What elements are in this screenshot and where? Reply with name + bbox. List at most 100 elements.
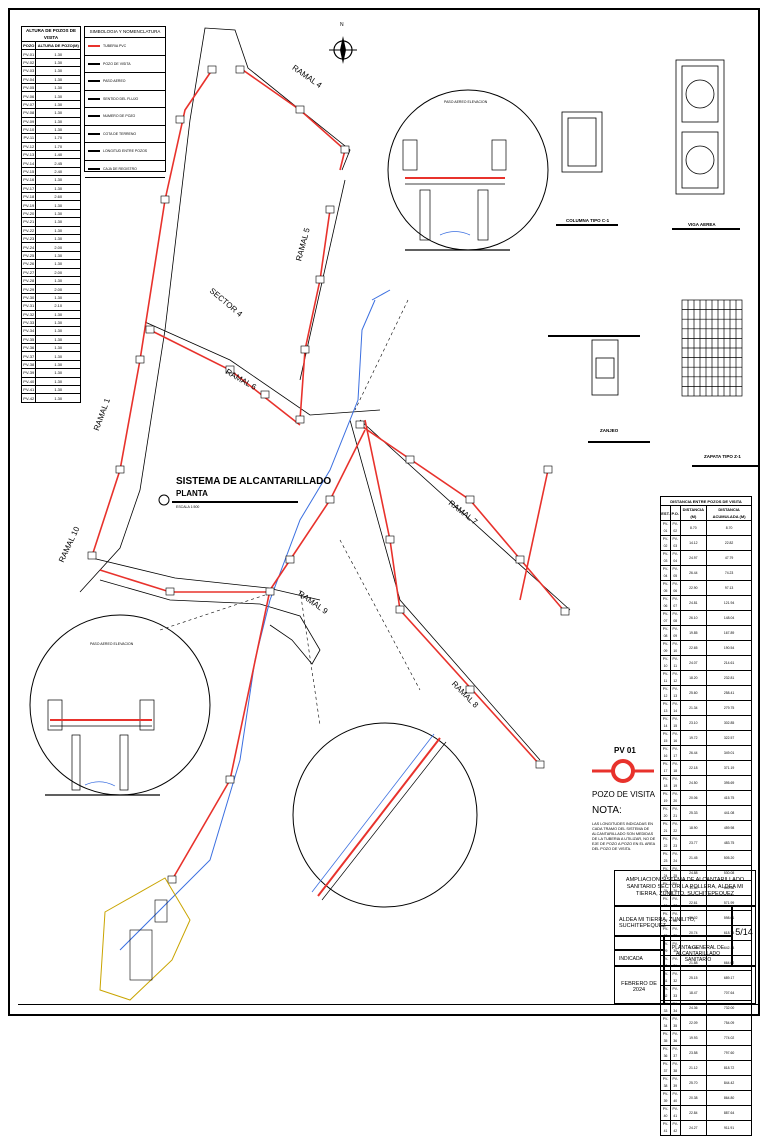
distance-cell: PV-04: [660, 565, 671, 581]
distance-cell: PV-22: [660, 835, 671, 851]
distance-cell: 21.34: [679, 700, 708, 716]
distance-cell: 24.81: [679, 595, 708, 611]
distance-cell: PV-09: [660, 640, 671, 656]
distance-cell: 121.94: [706, 595, 752, 611]
drawing-name: PLANTA GENERAL DE ALCANTARILLADO SANITAR…: [671, 945, 725, 963]
manhole-marker: [207, 65, 217, 74]
distance-cell: PV-19: [669, 775, 681, 791]
distance-cell: PV-36: [669, 1030, 681, 1046]
distance-cell: PV-21: [669, 805, 681, 821]
footing-title: ZAPATA TIPO Z-1: [704, 454, 741, 459]
plan-title-symbol: [158, 494, 170, 506]
distance-cell: PV-34: [660, 1015, 671, 1031]
legend-symbol-icon: [88, 115, 100, 118]
distance-cell: PV-15: [669, 715, 681, 731]
manhole-marker: [265, 587, 275, 596]
distance-cell: 26.44: [679, 745, 708, 761]
distance-cell: PV-09: [669, 625, 681, 641]
distance-cell: PV-06: [669, 580, 681, 596]
distance-cell: 22.09: [679, 1015, 708, 1031]
manhole-marker: [87, 551, 97, 560]
distance-cell: PV-21: [660, 820, 671, 836]
detail-circle-bottom: [292, 722, 478, 908]
distance-cell: 25.60: [679, 685, 708, 701]
manhole-marker: [355, 420, 365, 429]
col-acum: DISTANCIA ACUMULADA (M): [706, 505, 752, 521]
pozo-symbol: [592, 759, 654, 783]
distance-cell: 441.08: [706, 805, 752, 821]
distance-cell: 844.42: [706, 1075, 752, 1091]
legend-symbol-icon: [88, 45, 100, 48]
distance-cell: 20.06: [679, 790, 708, 806]
aerial-left-title: PASO AEREO ELEVACION: [90, 642, 134, 646]
scale-value: INDICADA: [619, 956, 643, 962]
frame-bottom-line: [18, 1004, 758, 1011]
col-dist: DISTANCIA (M): [679, 505, 708, 521]
title-block-date: FEBRERO DE 2024: [614, 966, 664, 1004]
distance-cell: 371.19: [706, 760, 752, 776]
legend-item: SENTIDO DEL FLUJO: [85, 91, 165, 108]
legend-title: SIMBOLOGIA Y NOMENCLATURA: [85, 27, 165, 38]
legend-item: CAJA DE REGISTRO: [85, 161, 165, 178]
distance-cell: 8.70: [679, 520, 708, 536]
distance-cell: PV-42: [669, 1120, 681, 1136]
distance-table: DISTANCIA ENTRE POZOS DE VISITA EST. P.O…: [660, 496, 752, 1136]
distance-cell: 14.12: [679, 535, 708, 551]
pozo-label: POZO DE VISITA: [592, 790, 655, 799]
distance-cell: PV-41: [669, 1105, 681, 1121]
manhole-marker: [325, 495, 335, 504]
distance-cell: 23.77: [679, 835, 708, 851]
distance-cell: PV-17: [669, 745, 681, 761]
distance-cell: PV-06: [660, 595, 671, 611]
distance-cell: PV-39: [660, 1090, 671, 1106]
distance-cell: 349.01: [706, 745, 752, 761]
distance-cell: PV-07: [669, 595, 681, 611]
aerial-pass-left: [45, 699, 160, 796]
distance-cell: 483.75: [706, 835, 752, 851]
distance-cell: 214.61: [706, 655, 752, 671]
distance-cell: 25.33: [679, 805, 708, 821]
col-po: P.O.: [669, 505, 681, 521]
distance-cell: PV-10: [660, 655, 671, 671]
location-text: ALDEA MI TIERRA, ZUNILITO, SUCHITEPEQUEZ: [619, 917, 696, 929]
legend-item-label: TUBERIA PVC: [103, 44, 127, 49]
distance-cell: PV-35: [669, 1015, 681, 1031]
manhole-marker: [175, 115, 185, 124]
title-block-blank: [614, 936, 664, 950]
distance-cell: PV-15: [660, 730, 671, 746]
legend-item-label: SENTIDO DEL FLUJO: [103, 96, 139, 101]
distance-cell: PV-20: [669, 790, 681, 806]
distance-cell: 887.64: [706, 1105, 752, 1121]
distance-cell: PV-02: [660, 535, 671, 551]
distance-cell: PV-08: [660, 625, 671, 641]
distance-cell: PV-22: [669, 820, 681, 836]
distance-cell: 505.20: [706, 850, 752, 866]
manhole-marker: [167, 875, 177, 884]
distance-table-title: DISTANCIA ENTRE POZOS DE VISITA: [660, 496, 752, 506]
plan-subtitle: PLANTA: [176, 489, 208, 498]
distance-cell: 24.27: [679, 1120, 708, 1136]
manhole-marker: [295, 105, 305, 114]
legend-symbol-icon: [88, 150, 100, 153]
distance-cell: PV-01: [660, 520, 671, 536]
legend-symbol-icon: [88, 132, 100, 135]
distance-cell: 395.69: [706, 775, 752, 791]
manhole-marker: [560, 607, 570, 616]
distance-cell: PV-40: [669, 1090, 681, 1106]
height-cell: 1.30: [35, 393, 81, 403]
distance-cell: 22.82: [706, 535, 752, 551]
distance-cell: PV-11: [669, 655, 681, 671]
legend-item-label: COTA DE TERRENO: [103, 131, 137, 136]
legend-item-label: CAJA DE REGISTRO: [103, 166, 137, 171]
